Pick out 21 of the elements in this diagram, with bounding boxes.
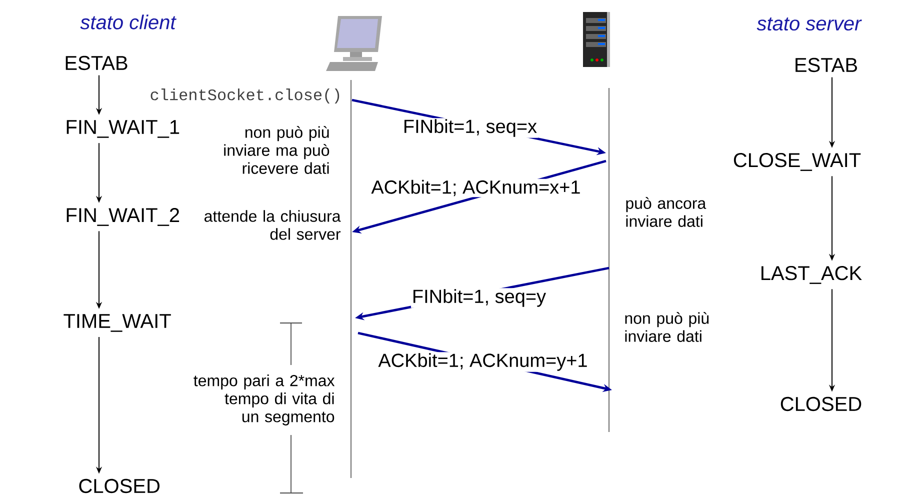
note-text: tempo pari a 2*max tempo di vita di un segmento: [194, 374, 335, 426]
column-heading: stato client: [80, 14, 176, 30]
message-label: FINbit=1, seq=x: [402, 118, 538, 138]
code-text: clientSocket.close(): [150, 88, 340, 104]
state-label: CLOSED: [780, 396, 862, 412]
message-label: FINbit=1, seq=y: [410, 288, 548, 308]
state-label: LAST_ACK: [762, 266, 862, 284]
note-text: può ancora inviare dati: [626, 197, 706, 227]
state-label: TIME_WAIT: [64, 314, 171, 332]
state-label: ESTAB: [66, 56, 128, 70]
state-label: FIN_WAIT_1: [66, 120, 180, 138]
state-label: FIN_WAIT_2: [66, 208, 180, 226]
note-text: attende la chiusura del server: [204, 210, 341, 240]
state-label: ESTAB: [796, 58, 857, 72]
message-label: ACKbit=1; ACKnum=x+1: [370, 178, 582, 198]
note-text: non può più inviare ma può ricevere dati: [224, 126, 330, 174]
note-text: non può più inviare dati: [625, 312, 709, 342]
state-label: CLOSE_WAIT: [734, 153, 861, 171]
message-label: ACKbit=1; ACKnum=y+1: [377, 352, 589, 372]
state-label: CLOSED: [79, 478, 160, 494]
column-heading: stato server: [756, 17, 862, 31]
